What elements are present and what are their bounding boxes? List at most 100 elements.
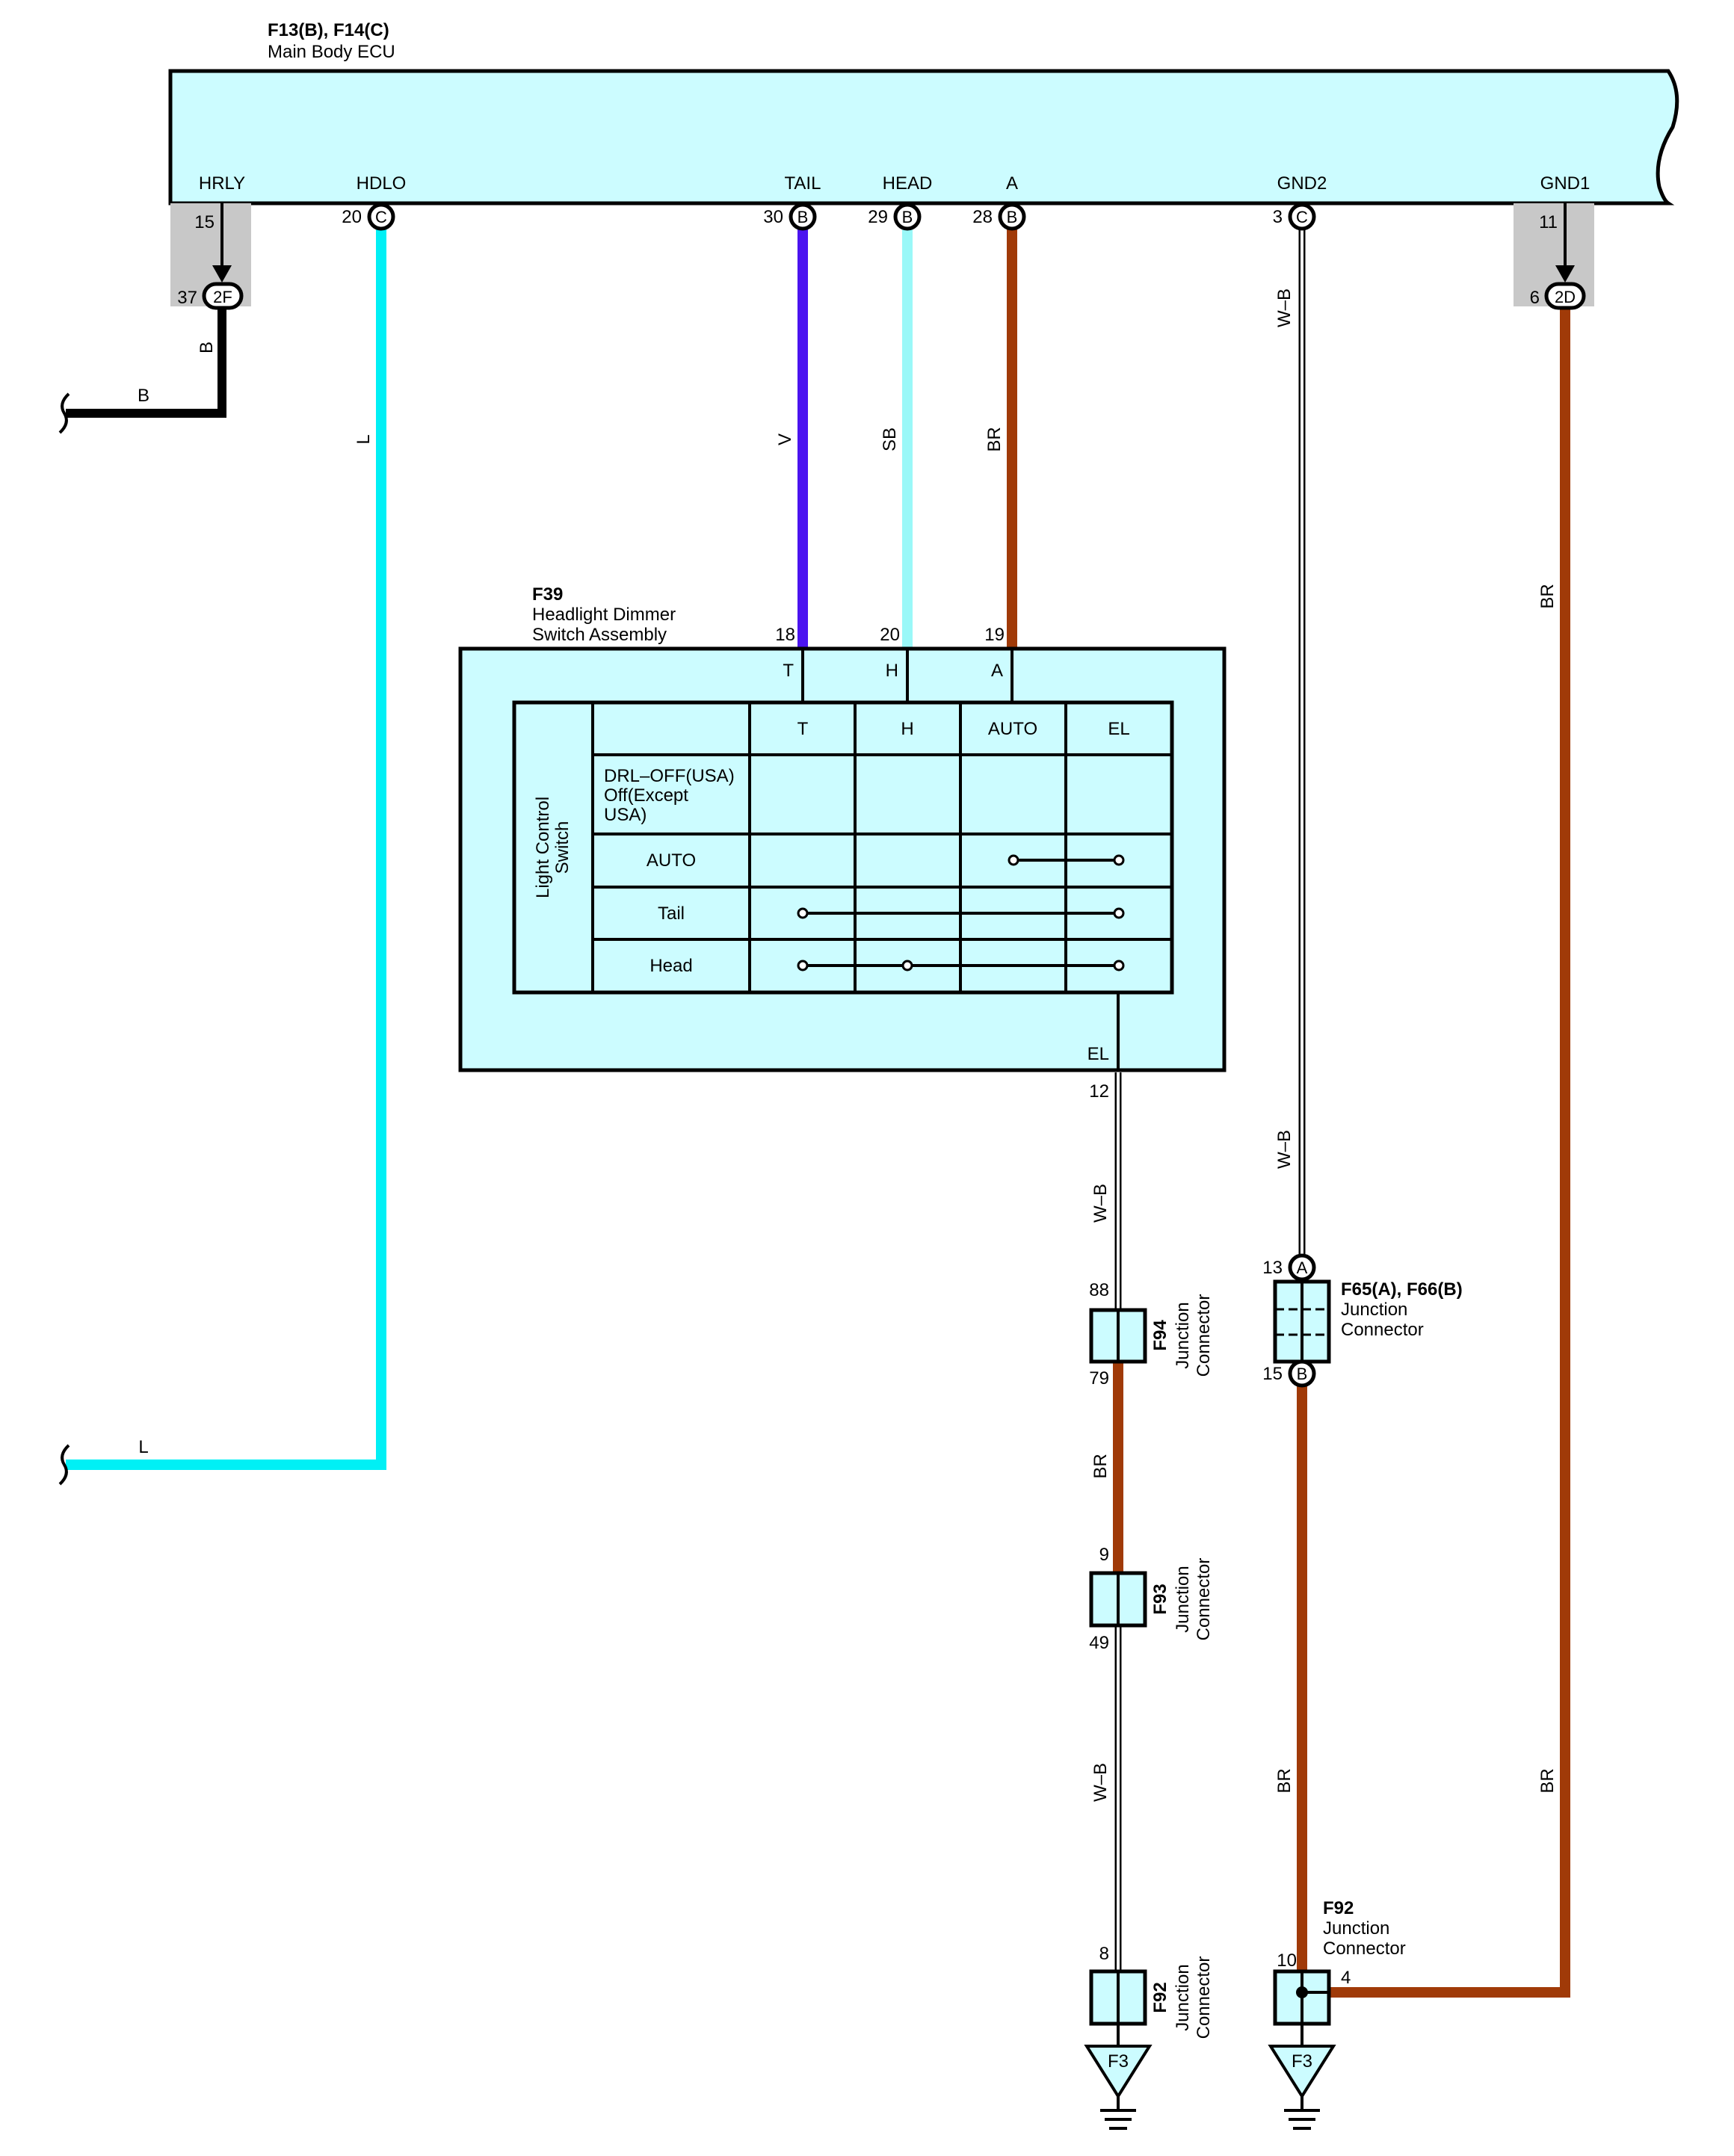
- terminal-name-gnd1: GND1: [1540, 173, 1590, 194]
- wire-label-b-vertical: B: [197, 342, 217, 353]
- junction-2f-badge: [202, 282, 244, 310]
- terminal-name-tail: TAIL: [785, 173, 821, 194]
- switch-term-el: EL: [1087, 1044, 1109, 1064]
- f65-name2: Connector: [1341, 1320, 1424, 1340]
- f92-left-pin-top: 8: [1099, 1944, 1109, 1964]
- switch-name-line2: Switch Assembly: [532, 625, 667, 645]
- f65-connector-b-label: B: [1297, 1365, 1308, 1383]
- f94-name2: Connector: [1194, 1294, 1214, 1377]
- switch-term-a: A: [991, 661, 1003, 681]
- wire-label-l-horizontal: L: [138, 1437, 148, 1457]
- wire-label-v: V: [775, 433, 795, 445]
- pin-gnd2: 3: [1273, 207, 1283, 227]
- connector-gnd2-circle: [1288, 203, 1316, 231]
- junction-2d-label: 2D: [1555, 288, 1576, 306]
- wire-break-l: [58, 1444, 70, 1486]
- terminal-name-head: HEAD: [883, 173, 933, 194]
- junction-2d-pin: 6: [1530, 288, 1540, 308]
- wire-label-br-a: BR: [984, 427, 1005, 451]
- f92-left-junction-connector: 8 F92 Junction Connector: [1089, 1944, 1214, 2063]
- wire-break-b: [58, 392, 70, 434]
- terminal-name-a: A: [1006, 173, 1018, 194]
- connector-tail-label: B: [797, 208, 809, 226]
- continuity-auto-point: [1113, 854, 1125, 866]
- f93-pin-bottom: 49: [1089, 1633, 1109, 1653]
- wire-label-br-gnd1-low: BR: [1537, 1768, 1558, 1793]
- headlight-dimmer-switch: F39 Headlight Dimmer Switch Assembly 18 …: [458, 584, 1227, 1102]
- f65-name1: Junction: [1341, 1300, 1407, 1320]
- f65-connector-a-label: A: [1297, 1258, 1308, 1277]
- f94-name1: Junction: [1173, 1302, 1193, 1368]
- f92-right-code: F92: [1323, 1898, 1354, 1918]
- ground-left: F3: [1084, 2045, 1153, 2130]
- ecu-subtitle: Main Body ECU: [268, 42, 395, 62]
- switch-row-off-line3: USA): [604, 805, 647, 825]
- f94-junction-connector: 88 79 F94 Junction Connector: [1089, 1280, 1214, 1389]
- wire-label-br-f65-f92: BR: [1274, 1768, 1295, 1793]
- switch-term-h: H: [886, 661, 898, 681]
- f93-name2: Connector: [1194, 1558, 1214, 1641]
- f92-left-name2: Connector: [1194, 1956, 1214, 2039]
- f92-right-name2: Connector: [1323, 1939, 1406, 1959]
- f94-pin-bottom: 79: [1089, 1368, 1109, 1389]
- switch-row-off-line2: Off(Except: [604, 785, 688, 806]
- wire-br-gnd1: [1302, 306, 1570, 1998]
- wire-label-wb-gnd2-low: W–B: [1274, 1130, 1295, 1169]
- connector-head-circle: [893, 203, 922, 231]
- ground-left-triangle: [1084, 2045, 1153, 2099]
- f94-code: F94: [1150, 1320, 1170, 1351]
- f65-pin-bottom: 15: [1262, 1364, 1283, 1384]
- switch-row-tail: Tail: [658, 904, 685, 924]
- pin-tail: 30: [763, 207, 783, 227]
- f93-code: F93: [1150, 1584, 1170, 1614]
- f65-pin-top: 13: [1262, 1258, 1283, 1278]
- switch-pin-el: 12: [1089, 1081, 1109, 1102]
- f65-f66-junction-connector: A 13 B 15 F65(A), F66(B) Junction Connec…: [1262, 1253, 1463, 1388]
- pin-hdlo: 20: [342, 207, 362, 227]
- connector-head-label: B: [902, 208, 913, 226]
- terminal-name-hrly: HRLY: [199, 173, 245, 194]
- f94-pin-top: 88: [1089, 1280, 1109, 1300]
- connector-tail-circle: [789, 203, 817, 231]
- wire-label-wb-el: W–B: [1090, 1184, 1111, 1223]
- continuity-tail-point: [1113, 907, 1125, 919]
- arrow-hrly-head: [212, 265, 232, 282]
- switch-col-auto: AUTO: [988, 719, 1037, 739]
- f92-right-splice-dot: [1296, 1986, 1308, 1998]
- switch-side-label-2: Switch: [552, 821, 573, 874]
- switch-col-el: EL: [1108, 719, 1129, 739]
- wire-label-b-horizontal: B: [138, 386, 149, 406]
- f65-connector-b-circle: [1288, 1359, 1316, 1388]
- f65-connector-a-circle: [1288, 1253, 1316, 1282]
- continuity-head-point: [1113, 960, 1125, 972]
- junction-2d-badge: [1544, 282, 1586, 310]
- switch-col-h: H: [901, 719, 913, 739]
- f92-right-pin-right: 4: [1341, 1968, 1351, 1988]
- f92-right-pin-left: 10: [1277, 1950, 1297, 1971]
- wire-label-wb-gnd2-top: W–B: [1274, 288, 1295, 327]
- switch-col-t: T: [797, 719, 809, 739]
- ground-right: F3: [1268, 2045, 1336, 2130]
- ecu-title: F13(B), F14(C): [268, 20, 389, 40]
- main-body-ecu: F13(B), F14(C) Main Body ECU HRLY HDLO T…: [168, 20, 1679, 206]
- wire-b: [66, 304, 226, 418]
- switch-code: F39: [532, 584, 563, 605]
- connector-hdlo-label: C: [375, 208, 387, 226]
- wire-l: [66, 224, 386, 1470]
- pin-hrly: 15: [194, 212, 215, 232]
- switch-name-line1: Headlight Dimmer: [532, 605, 676, 625]
- junction-2f-label: 2F: [213, 288, 232, 306]
- switch-term-t: T: [783, 661, 794, 681]
- pin-a: 28: [972, 207, 993, 227]
- continuity-tail-point: [797, 907, 809, 919]
- continuity-head-point: [901, 960, 913, 972]
- switch-pin-h: 20: [880, 625, 900, 645]
- connector-a-label: B: [1007, 208, 1018, 226]
- switch-table: Light Control Switch T H AUTO EL DRL–OFF…: [512, 700, 1174, 995]
- continuity-head-point: [797, 960, 809, 972]
- pin-head: 29: [868, 207, 888, 227]
- ground-right-triangle: [1268, 2045, 1336, 2099]
- f93-pin-top: 9: [1099, 1545, 1109, 1565]
- connector-hdlo-circle: [367, 203, 395, 231]
